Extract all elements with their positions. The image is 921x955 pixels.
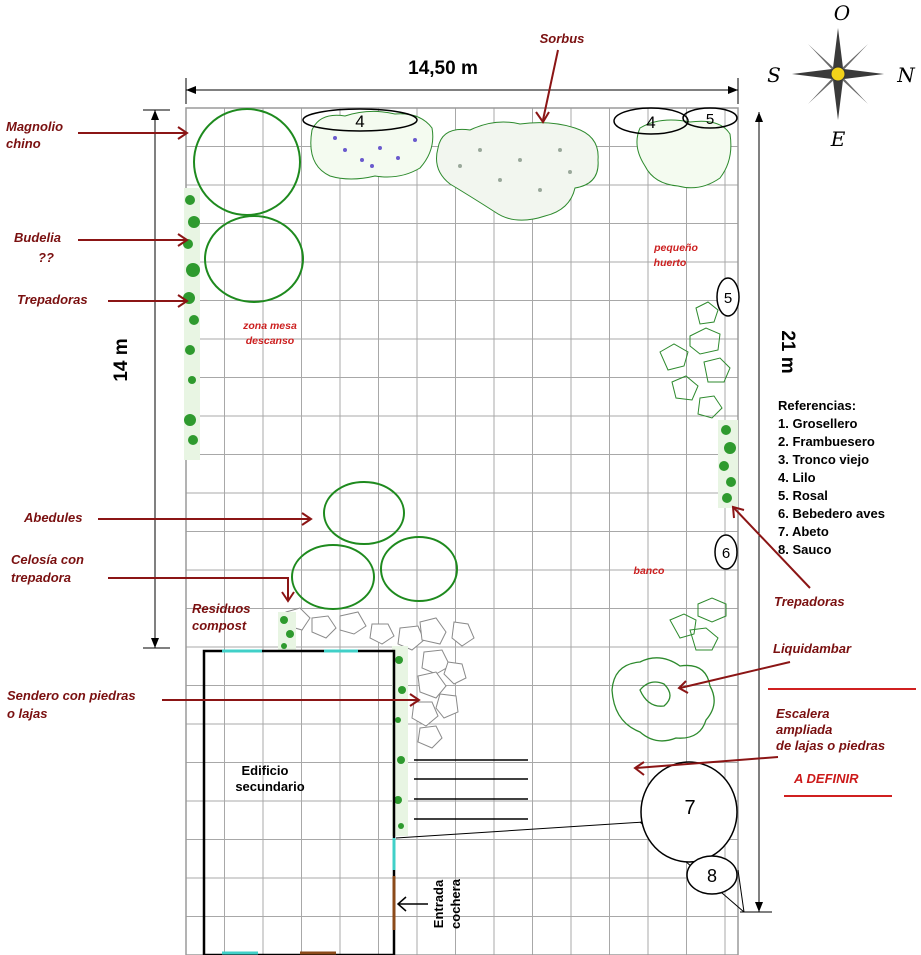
rosal-number-right: 5 (724, 290, 732, 307)
bebedero-marker (714, 534, 738, 570)
label-escalera-line2: ampliada (776, 722, 832, 737)
label-magnolio-line2: chino (6, 136, 41, 151)
reference-item: 3. Tronco viejo (778, 452, 869, 467)
abeto-marker (640, 761, 738, 863)
plot-border (185, 107, 739, 955)
reference-item: 4. Lilo (778, 470, 816, 485)
lilo-shrub-right (636, 119, 732, 189)
rosal-shrubs (659, 301, 731, 419)
budelia-tree (204, 215, 304, 303)
abeto-sauco: 7 8 (639, 761, 745, 913)
lilo-shrub-left (310, 110, 434, 180)
stone-path (285, 607, 475, 749)
stairs (395, 759, 645, 839)
magnolio-tree (193, 108, 301, 216)
building-name-line2: secundario (235, 779, 304, 794)
label-trepadoras-left: Trepadoras (17, 292, 88, 307)
label-celosia-line2: trepadora (11, 570, 71, 585)
entrance-line2: cochera (448, 878, 463, 929)
sauco-marker (686, 855, 738, 895)
rosal-number-top: 5 (706, 111, 714, 128)
entrance: Entrada cochera (396, 878, 463, 929)
label-escalera-line1: Escalera (776, 706, 830, 721)
label-trepadoras-right: Trepadoras (774, 594, 845, 609)
rosal-marker-top (682, 107, 738, 129)
label-liquidambar: Liquidambar (773, 641, 852, 656)
building-climbers (278, 612, 408, 836)
building-name-line1: Edificio (242, 763, 289, 778)
entrance-line1: Entrada (431, 879, 446, 928)
label-residuos-line1: Residuos (192, 601, 251, 616)
label-sorbus: Sorbus (540, 31, 585, 46)
label-a-definir: A DEFINIR (793, 771, 859, 786)
compass-east: E (830, 127, 846, 151)
lilo-marker-right (613, 107, 689, 135)
compass-west: O (834, 1, 850, 25)
compass-rose: O S N E (767, 1, 916, 151)
secondary-building: Edificio secundario (202, 649, 396, 955)
reference-item: 5. Rosal (778, 488, 828, 503)
reference-item: 1. Grosellero (778, 416, 858, 431)
zone-banco: banco (634, 565, 666, 577)
label-budelia-question: ?? (38, 250, 54, 265)
right-height-label: 21 m (777, 330, 798, 373)
reference-item: 6. Bebedero aves (778, 506, 885, 521)
abedul-tree-1 (323, 481, 405, 545)
label-magnolio-line1: Magnolio (6, 119, 63, 134)
abedul-tree-3 (380, 536, 458, 602)
zone-huerto-line2: huerto (654, 257, 687, 269)
sorbus-tree (436, 121, 599, 221)
abedul-tree-2 (291, 544, 375, 610)
width-label: 14,50 m (408, 58, 478, 79)
lilo-number-left: 4 (355, 112, 364, 131)
climbers-right (718, 420, 738, 508)
zone-mesa-line1: zona mesa (242, 320, 297, 332)
label-residuos-line2: compost (192, 618, 247, 633)
label-escalera-line3: de lajas o piedras (776, 738, 885, 753)
liquidambar-tree (611, 657, 715, 742)
reference-item: 2. Frambuesero (778, 434, 875, 449)
label-celosia-line1: Celosía con (11, 552, 84, 567)
reference-item: 8. Sauco (778, 542, 832, 557)
bebedero-number: 6 (722, 545, 730, 562)
label-sendero-line1: Sendero con piedras (7, 688, 136, 703)
compass-north: N (896, 63, 916, 87)
right-height-dimension: 21 m (740, 112, 798, 913)
abeto-number: 7 (684, 797, 695, 819)
zone-mesa-line2: descanso (246, 335, 295, 347)
reference-item: 7. Abeto (778, 524, 829, 539)
compass-south: S (767, 63, 781, 87)
zone-huerto-line1: pequeño (653, 242, 698, 254)
banco-shrubs (669, 597, 727, 651)
label-budelia: Budelia (14, 230, 61, 245)
annotation-arrows (78, 49, 916, 797)
lilo-marker-left (302, 108, 418, 132)
references-legend: Referencias: 1. Grosellero 2. Frambuesero… (778, 398, 885, 557)
left-height-label: 14 m (111, 338, 132, 381)
rosal-marker-right (716, 277, 740, 317)
sauco-number: 8 (707, 866, 717, 886)
lilo-number-right: 4 (646, 113, 655, 132)
width-dimension: 14,50 m (185, 58, 739, 104)
climbers-left (183, 188, 200, 460)
label-sendero-line2: o lajas (7, 706, 47, 721)
label-abedules: Abedules (23, 510, 83, 525)
references-title: Referencias: (778, 398, 856, 413)
left-height-dimension: 14 m (111, 109, 170, 649)
